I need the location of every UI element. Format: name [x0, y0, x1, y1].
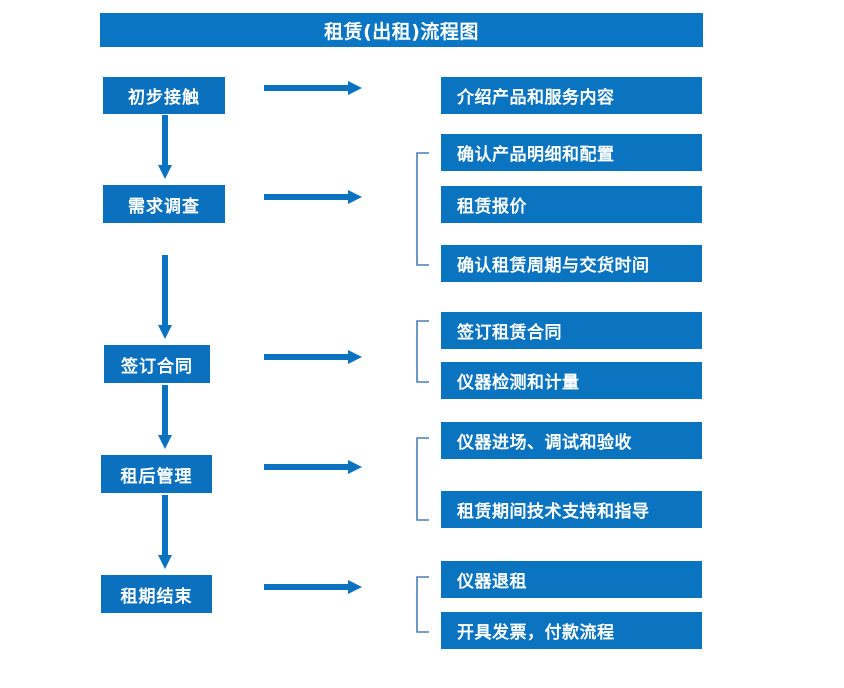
bracket-end-group — [415, 576, 431, 633]
detail-box-invoice-payment[interactable]: 开具发票，付款流程 — [441, 612, 702, 649]
arrow-right-icon-to-intro — [264, 80, 364, 96]
bracket-needs-group — [415, 152, 431, 266]
stage-box-sign-contract[interactable]: 签订合同 — [104, 345, 210, 383]
detail-box-introduce-products[interactable]: 介绍产品和服务内容 — [441, 77, 702, 114]
detail-box-confirm-spec[interactable]: 确认产品明细和配置 — [441, 134, 702, 171]
page-title: 租赁(出租)流程图 — [100, 13, 703, 47]
arrow-down-icon-contact-to-needs — [156, 115, 174, 181]
arrow-down-icon-needs-to-contract — [156, 255, 174, 341]
arrow-down-icon-postlease-to-end — [156, 495, 174, 571]
detail-box-lease-quote[interactable]: 租赁报价 — [441, 186, 702, 223]
arrow-down-icon-contract-to-postlease — [156, 385, 174, 451]
bracket-postlease-group — [415, 437, 431, 521]
arrow-right-icon-to-end-group — [264, 579, 364, 595]
stage-box-needs-survey[interactable]: 需求调查 — [103, 185, 225, 223]
arrow-right-icon-to-postlease-group — [264, 459, 364, 475]
stage-box-initial-contact[interactable]: 初步接触 — [103, 77, 225, 114]
bracket-contract-group — [415, 320, 431, 383]
detail-box-instrument-testing[interactable]: 仪器检测和计量 — [441, 362, 702, 399]
detail-box-sign-lease-contract[interactable]: 签订租赁合同 — [441, 312, 702, 349]
stage-box-post-lease-mgmt[interactable]: 租后管理 — [101, 455, 212, 493]
detail-box-tech-support[interactable]: 租赁期间技术支持和指导 — [441, 491, 702, 528]
stage-box-lease-end[interactable]: 租期结束 — [101, 575, 212, 613]
detail-box-return-instrument[interactable]: 仪器退租 — [441, 561, 702, 598]
detail-box-install-commission[interactable]: 仪器进场、调试和验收 — [441, 422, 702, 459]
arrow-right-icon-to-contract-group — [264, 349, 364, 365]
detail-box-confirm-term[interactable]: 确认租赁周期与交货时间 — [441, 245, 702, 282]
arrow-right-icon-to-needs-group — [264, 189, 364, 205]
